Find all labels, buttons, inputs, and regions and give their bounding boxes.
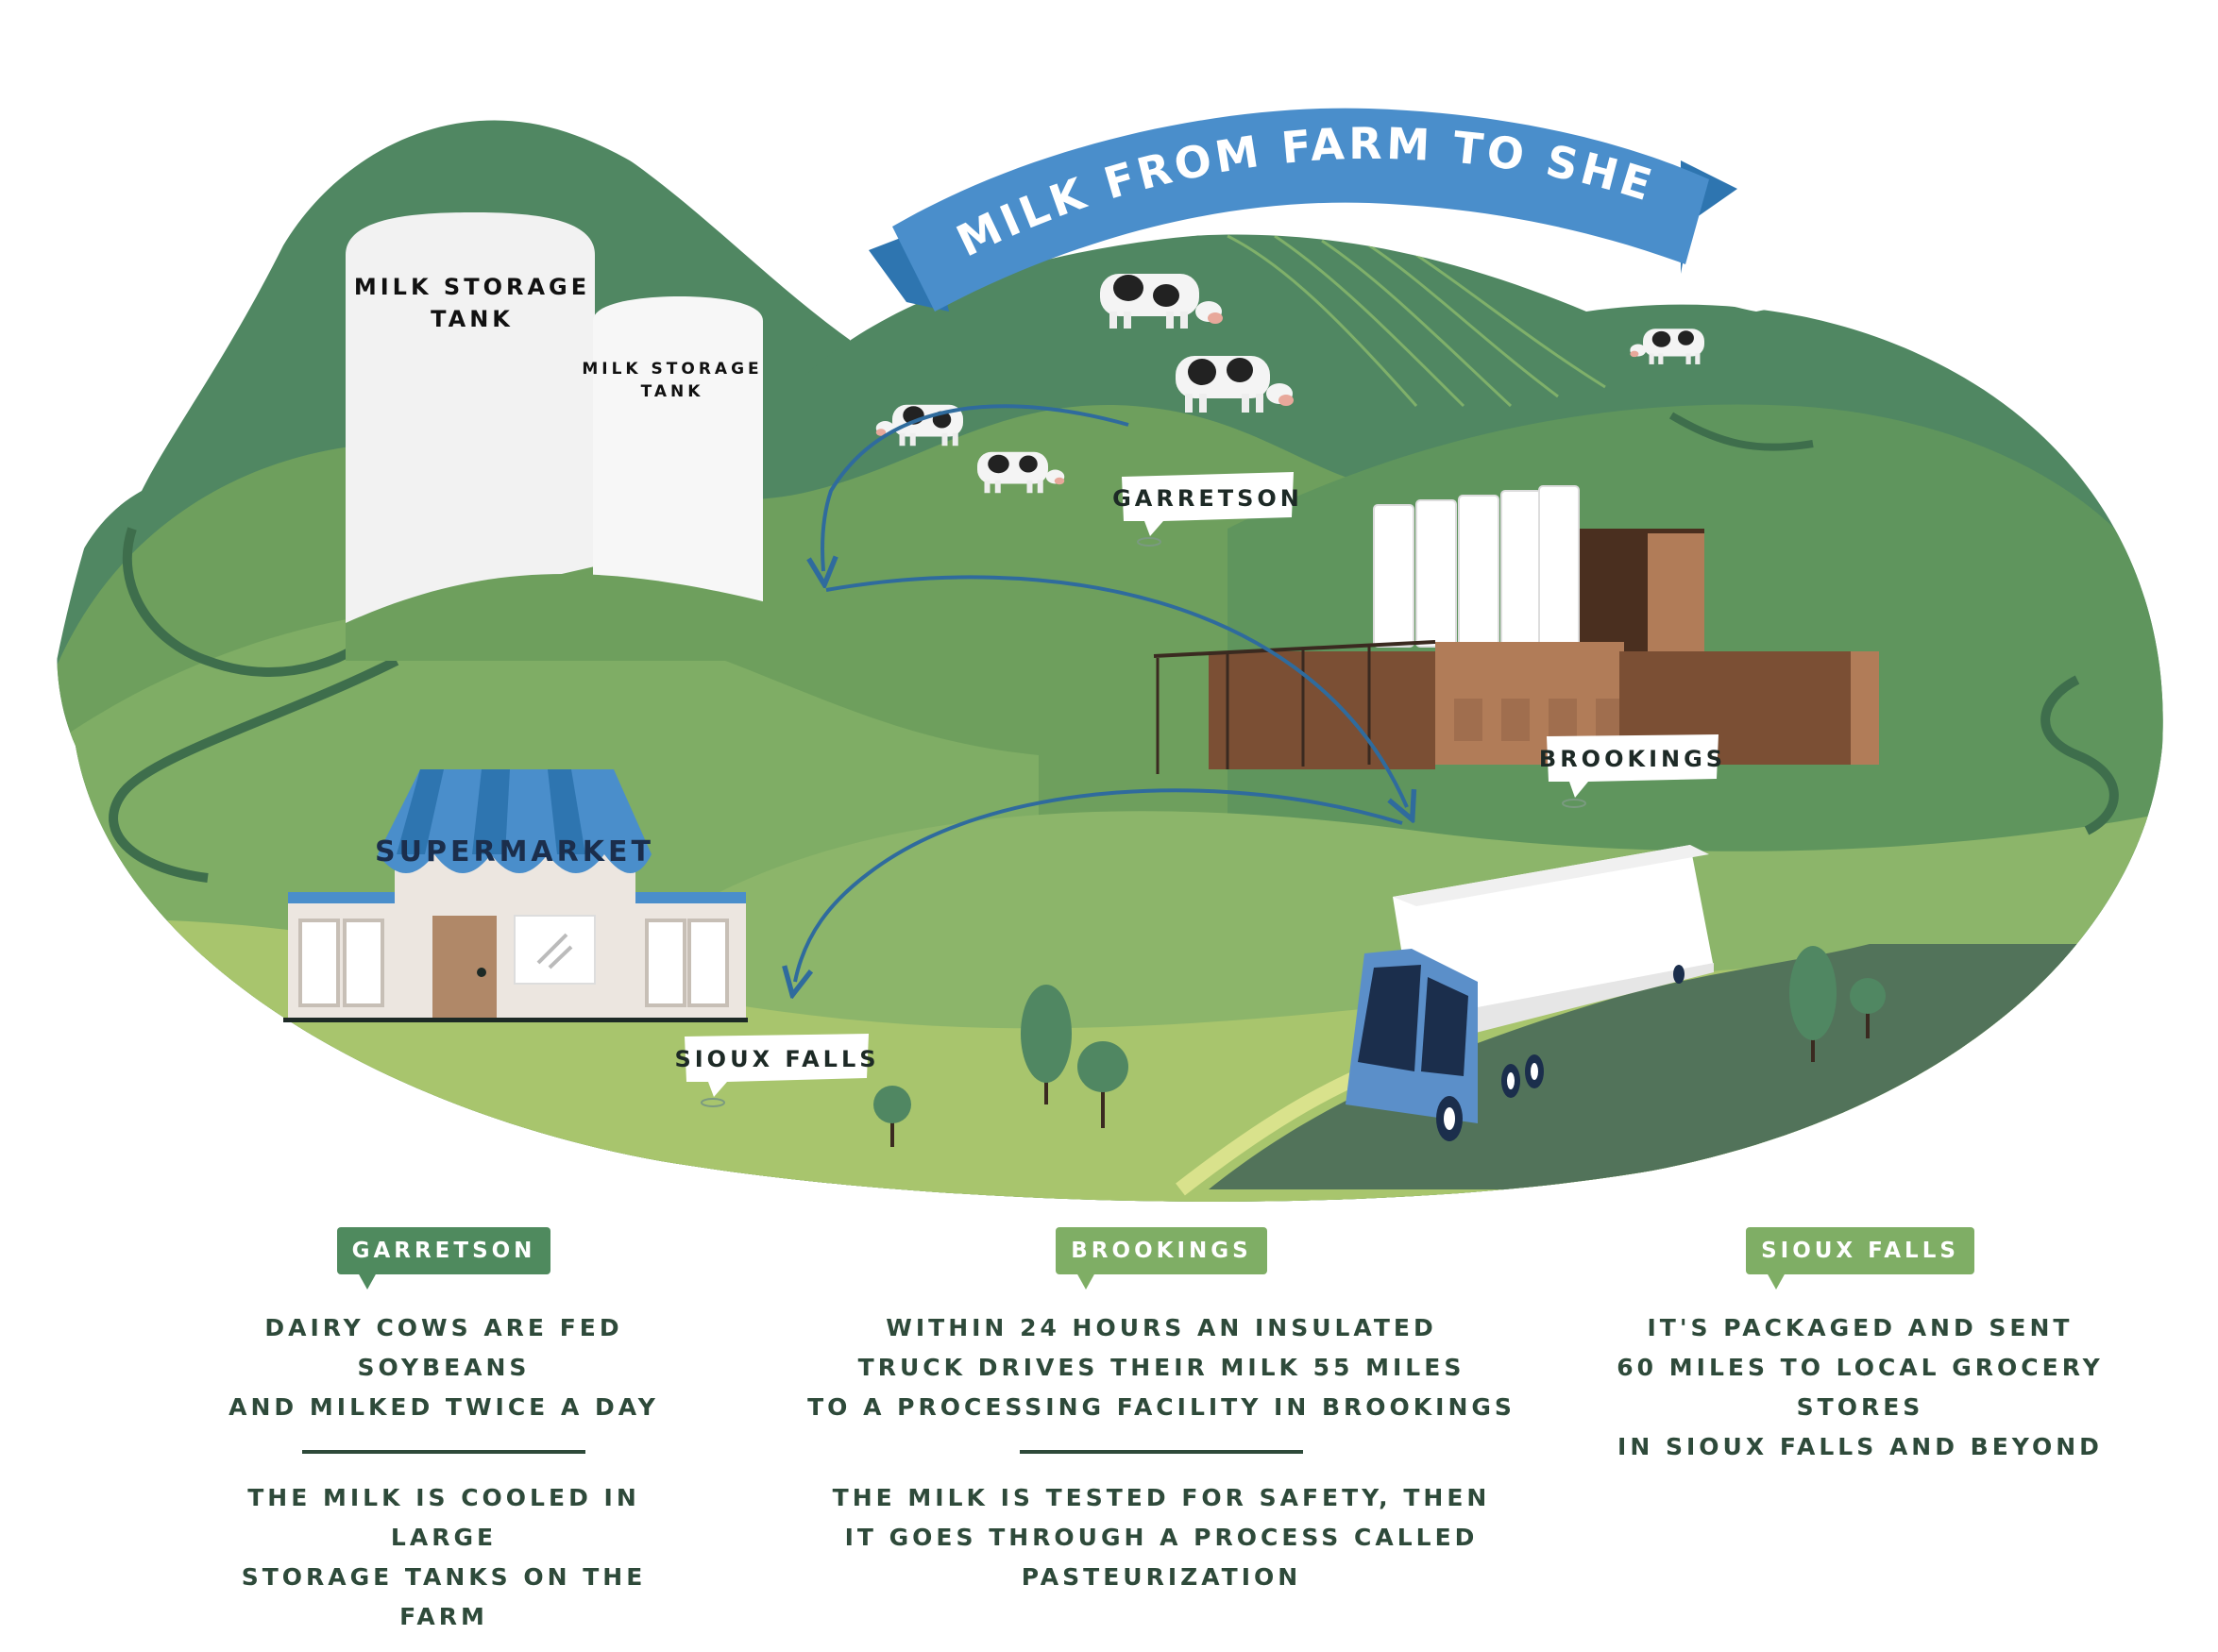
pin-brookings: BROOKINGS — [1539, 734, 1726, 808]
processing-facility — [1153, 485, 1879, 774]
tree-icon — [1077, 1041, 1128, 1128]
divider — [1020, 1450, 1303, 1454]
tree-icon — [1021, 985, 1072, 1104]
step-tag-brookings: BROOKINGS — [1056, 1227, 1267, 1290]
arrow-facility-to-store — [795, 788, 1403, 982]
cow-icon — [977, 451, 1065, 494]
trees — [873, 946, 1886, 1147]
tree-icon — [1789, 946, 1837, 1062]
cows — [875, 274, 1704, 494]
winding-path-right — [2040, 675, 2119, 835]
facility-canopy — [1153, 640, 1436, 658]
supermarket: SUPERMARKET — [283, 769, 748, 1022]
pin-garretson: GARRETSON — [1112, 472, 1303, 547]
supermarket-awning — [378, 769, 652, 873]
tree-icon — [873, 1086, 911, 1147]
tank-small-label-line2: TANK — [641, 382, 704, 401]
tank-small — [593, 296, 763, 623]
supermarket-door — [432, 916, 497, 1020]
divider — [302, 1450, 585, 1454]
tank-large — [346, 212, 595, 623]
supermarket-sign: SUPERMARKET — [375, 835, 654, 868]
tank-large-label-line2: TANK — [431, 306, 514, 332]
winding-path-left2 — [109, 656, 399, 883]
page-title: MILK FROM FARM TO SHELF — [0, 0, 1661, 267]
winding-path-right2 — [1668, 412, 1814, 451]
pin-sioux-falls: SIOUX FALLS — [674, 1034, 879, 1107]
step-sioux-falls: SIOUX FALLS IT'S PACKAGED AND SENT 60 MI… — [1586, 1227, 2134, 1467]
arrow-farm-to-tank — [822, 404, 1129, 571]
step-brookings-text-2: THE MILK IS TESTED FOR SAFETY, THEN IT G… — [832, 1484, 1491, 1591]
storage-tanks: MILK STORAGE TANK MILK STORAGE TANK — [346, 212, 774, 661]
facility-silos — [1373, 485, 1580, 652]
svg-text:BROOKINGS: BROOKINGS — [1539, 746, 1726, 772]
delivery-truck — [1346, 845, 1714, 1141]
svg-text:SIOUX FALLS: SIOUX FALLS — [674, 1046, 879, 1072]
step-garretson-text-2: THE MILK IS COOLED IN LARGE STORAGE TANK… — [241, 1484, 647, 1630]
step-tag-sioux-falls: SIOUX FALLS — [1746, 1227, 1974, 1290]
step-tag-garretson: GARRETSON — [336, 1227, 551, 1290]
tank-small-label-line1: MILK STORAGE — [582, 360, 762, 379]
tank-large-label-line1: MILK STORAGE — [354, 274, 590, 300]
supermarket-window — [514, 915, 596, 985]
svg-text:GARRETSON: GARRETSON — [1112, 485, 1303, 512]
step-brookings-text-1: WITHIN 24 HOURS AN INSULATED TRUCK DRIVE… — [807, 1314, 1515, 1421]
arrow-tank-to-facility — [825, 575, 1407, 807]
flow-arrows — [795, 404, 1407, 982]
ribbon-body — [892, 108, 1709, 312]
crop-rows — [1227, 234, 1606, 408]
title-ribbon: MILK FROM FARM TO SHELF — [0, 0, 1737, 312]
facility-building-left — [1209, 651, 1435, 769]
step-garretson-text-1: DAIRY COWS ARE FED SOYBEANS AND MILKED T… — [229, 1314, 659, 1421]
cow-icon — [1176, 356, 1294, 413]
truck-wheel — [1673, 965, 1685, 984]
step-sioux-falls-text-1: IT'S PACKAGED AND SENT 60 MILES TO LOCAL… — [1617, 1314, 2104, 1460]
tree-icon — [1850, 978, 1886, 1038]
cow-icon — [1100, 274, 1223, 329]
step-brookings: BROOKINGS WITHIN 24 HOURS AN INSULATED T… — [784, 1227, 1539, 1597]
step-garretson: GARRETSON DAIRY COWS ARE FED SOYBEANS AN… — [217, 1227, 670, 1637]
cow-icon — [1630, 329, 1704, 364]
